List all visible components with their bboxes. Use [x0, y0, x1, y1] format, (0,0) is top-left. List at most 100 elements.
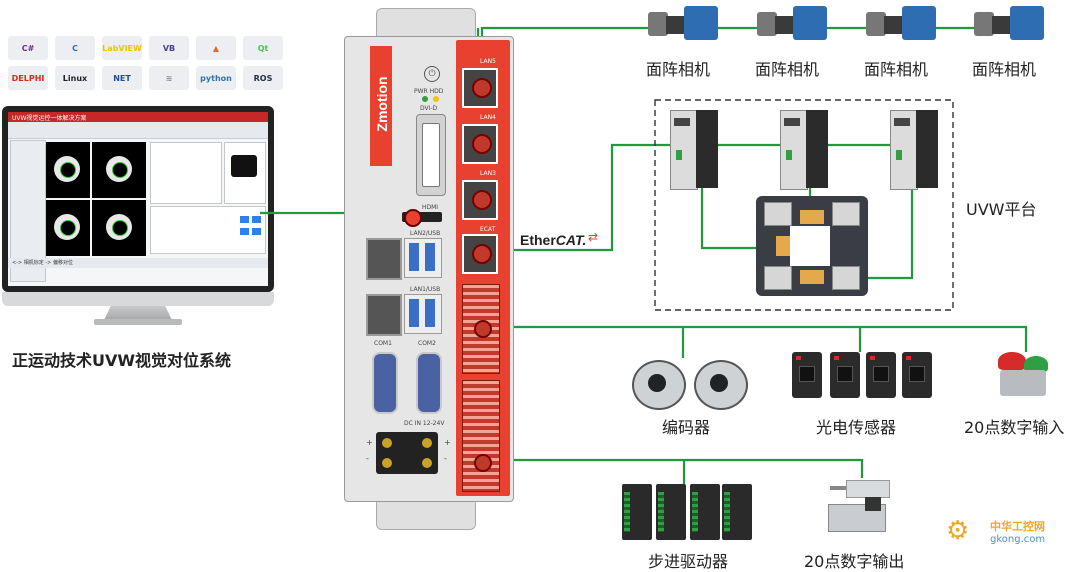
stepper-drive-4	[722, 484, 752, 540]
app-footer-tab: <-> 相机标定 -> 偏移对位	[12, 260, 73, 266]
controller-bottom-mount	[376, 498, 476, 530]
io-connector-1	[474, 320, 492, 338]
dc-minus-right: -	[444, 454, 447, 463]
csharp-icon: C#	[8, 36, 48, 60]
lan4-port	[462, 124, 498, 164]
blue-button-3	[240, 228, 249, 235]
push-button-green	[1024, 356, 1048, 372]
app-title-bar	[8, 112, 268, 122]
monitor-caption: 正运动技术UVW视觉对位系统	[12, 351, 232, 370]
controller: Zmotion ⏻ PWR HDD DVI-D HDMI LAN2/USB LA…	[344, 8, 514, 530]
camera-label-3: 面阵相机	[864, 60, 929, 79]
lan4-label: LAN4	[480, 114, 496, 121]
camera-label-2: 面阵相机	[755, 60, 820, 79]
line-ecat	[482, 143, 665, 252]
brand-text: Zmotion	[374, 76, 390, 132]
camera-label-1: 面阵相机	[646, 60, 711, 79]
app-toolbar	[8, 122, 268, 139]
line-io-in	[482, 325, 1028, 352]
qt-icon-text: Qt	[257, 43, 269, 53]
watermark-title: 中华工控网	[990, 520, 1045, 533]
led-hdd	[433, 96, 439, 102]
camera-label-4: 面阵相机	[972, 60, 1037, 79]
cpp-icon-text: C	[72, 43, 78, 53]
servo-drive-2	[780, 110, 828, 190]
line-drive3-uvw	[848, 188, 914, 280]
lan5-port	[462, 68, 498, 108]
blue-button-1	[240, 216, 249, 223]
monitor-stand	[104, 306, 172, 320]
digital-in-label: 20点数字输入	[964, 418, 1065, 437]
uvw-platform	[756, 196, 868, 296]
photo-sensor-1	[792, 352, 822, 398]
offset-panel	[150, 206, 266, 254]
dvi-port	[416, 114, 446, 196]
dotnet-icon: NET	[102, 66, 142, 90]
photo-sensor-3	[866, 352, 896, 398]
python-icon: python	[196, 66, 236, 90]
power-icon: ⏻	[424, 66, 440, 82]
push-button-base	[1000, 370, 1046, 396]
python-icon-text: python	[200, 73, 232, 83]
camera-view-3	[46, 200, 90, 256]
io-terminal-1	[462, 284, 500, 374]
dc-connector	[376, 432, 438, 474]
brand-red-strip	[370, 46, 392, 166]
camera-view-4	[92, 200, 146, 256]
dc-plus-left: +	[366, 438, 373, 447]
watermark-gear-icon: ⚙	[946, 516, 970, 546]
area-camera-4	[974, 2, 1048, 46]
dc-plus-right: +	[444, 438, 451, 447]
dvi-label: DVI-D	[420, 105, 438, 112]
ethercat-logo: EtherCAT.	[520, 232, 586, 248]
param-table	[150, 142, 222, 204]
preview-panel	[224, 142, 266, 204]
area-camera-3	[866, 2, 940, 46]
wince-icon-text: ≋	[165, 73, 173, 83]
lan3-label: LAN3	[480, 170, 496, 177]
photo-sensor-4	[902, 352, 932, 398]
encoder-1	[632, 360, 686, 410]
led-pwr	[422, 96, 428, 102]
digital-out-label: 20点数字输出	[804, 552, 905, 571]
app-title: UVW视觉运控一体解决方案	[12, 115, 87, 122]
pwr-hdd-label: PWR HDD	[414, 88, 444, 95]
encoder-label: 编码器	[662, 418, 711, 437]
line-io-out	[482, 458, 864, 478]
linux-icon-text: Linux	[62, 73, 88, 83]
linux-icon: Linux	[55, 66, 95, 90]
push-button-red	[998, 352, 1026, 370]
uvw-dashed-frame	[654, 99, 954, 311]
usb-block-1	[404, 238, 442, 278]
monitor-base	[94, 319, 182, 325]
ecat-label: ECAT	[480, 226, 496, 233]
csharp-icon-text: C#	[21, 43, 35, 53]
ros-icon-text: ROS	[253, 73, 273, 83]
stepper-drive-1	[622, 484, 652, 540]
lan1-port	[366, 294, 402, 336]
io-terminal-2	[462, 380, 500, 492]
app-footer	[8, 258, 268, 268]
uvw-label: UVW平台	[966, 200, 1037, 219]
ethercat-prefix: Ether	[520, 232, 556, 248]
wince-icon: ≋	[149, 66, 189, 90]
stepper-drive-2	[656, 484, 686, 540]
com1-port	[372, 352, 398, 414]
io-connector-2	[474, 454, 492, 472]
hdmi-label: HDMI	[422, 204, 439, 211]
delphi-icon: DELPHI	[8, 66, 48, 90]
qt-icon: Qt	[243, 36, 283, 60]
com2-port	[416, 352, 442, 414]
labview-icon-text: LabVIEW	[102, 43, 142, 53]
vb-icon: VB	[149, 36, 189, 60]
hdmi-connector	[404, 209, 422, 227]
area-camera-2	[757, 2, 831, 46]
camera-view-2	[92, 142, 146, 198]
com1-label: COM1	[374, 340, 392, 347]
labview-icon: LabVIEW	[102, 36, 142, 60]
ecat-port	[462, 234, 498, 274]
encoder-2	[694, 360, 748, 410]
vb-icon-text: VB	[162, 43, 176, 53]
photo-sensor-label: 光电传感器	[816, 418, 897, 437]
